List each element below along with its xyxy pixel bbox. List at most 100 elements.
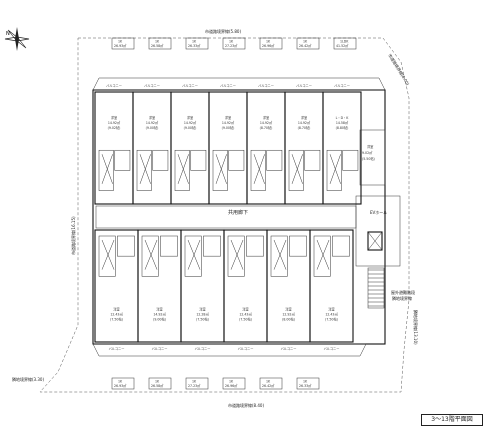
bathroom bbox=[270, 235, 288, 277]
fixture-mark bbox=[144, 239, 158, 270]
ev-hall-label: EVホール bbox=[370, 210, 387, 215]
washroom bbox=[304, 149, 321, 171]
fixture-mark bbox=[139, 154, 151, 184]
room-area: 12.43㎡ bbox=[239, 312, 252, 317]
room-name: 洋室 bbox=[156, 307, 162, 312]
fixture-mark bbox=[329, 154, 341, 184]
units-top-row: 洋室14.92㎡(9.02帖)バルコニー洋室14.92㎡(9.00帖)バルコニー… bbox=[94, 84, 362, 205]
bottom-tag-type: 1K bbox=[303, 380, 308, 384]
room-tatami: (8.70帖) bbox=[260, 125, 273, 130]
bathroom bbox=[288, 149, 304, 191]
room-area: 14.58㎡ bbox=[336, 120, 349, 125]
bottom-tag bbox=[296, 377, 320, 390]
bathroom bbox=[98, 149, 114, 191]
corridor bbox=[95, 205, 357, 229]
top-tag-type: 1LDK bbox=[340, 40, 349, 44]
balcony-label: バルコニー bbox=[334, 84, 350, 88]
bathroom bbox=[136, 149, 152, 191]
top-tag-type: 1K bbox=[118, 40, 123, 44]
bathroom bbox=[174, 149, 190, 191]
bottom-tag-area: 26.33㎡ bbox=[299, 383, 312, 388]
unit bbox=[322, 91, 362, 205]
balcony-label: バルコニー bbox=[281, 347, 297, 351]
ldk-bedroom bbox=[359, 129, 386, 186]
unit bbox=[266, 229, 311, 343]
label-left-land: 隣地境界線(3.30) bbox=[12, 376, 44, 382]
washroom bbox=[228, 149, 245, 171]
room-name: 洋室 bbox=[149, 115, 155, 120]
room-name: 洋室 bbox=[111, 115, 117, 120]
washroom bbox=[160, 235, 178, 257]
fixture-mark bbox=[101, 239, 115, 270]
washroom bbox=[289, 235, 307, 257]
room-name: 洋室 bbox=[113, 307, 119, 312]
washroom bbox=[114, 149, 131, 171]
room-area: 12.92㎡ bbox=[282, 312, 295, 317]
top-tag-type: 1K bbox=[155, 40, 160, 44]
balcony-label: バルコニー bbox=[182, 84, 198, 88]
bottom-tag-area: 27.23㎡ bbox=[188, 383, 201, 388]
ldk-bedroom-tatami: (5.50帖) bbox=[362, 156, 375, 161]
bottom-tag-type: 1K bbox=[192, 380, 197, 384]
room-name: 洋室 bbox=[301, 115, 307, 120]
elevator-cross-b bbox=[367, 231, 383, 251]
bottom-tag-type: 1K bbox=[229, 380, 234, 384]
top-tag bbox=[296, 37, 320, 50]
balcony-label: バルコニー bbox=[324, 347, 340, 351]
top-tag bbox=[148, 37, 172, 50]
room-area: 14.92㎡ bbox=[146, 120, 159, 125]
room-tatami: (7.50帖) bbox=[325, 317, 338, 322]
compass: N bbox=[4, 26, 30, 52]
balcony-label: バルコニー bbox=[296, 84, 312, 88]
top-tag bbox=[111, 37, 135, 50]
washroom bbox=[190, 149, 207, 171]
fixture-mark bbox=[177, 154, 189, 184]
top-tag-area: 26.42㎡ bbox=[299, 43, 312, 48]
fixture-mark bbox=[253, 154, 265, 184]
room-area: 12.43㎡ bbox=[110, 312, 123, 317]
room-area: 14.92㎡ bbox=[260, 120, 273, 125]
room-area: 14.92㎡ bbox=[184, 120, 197, 125]
room-area: 12.43㎡ bbox=[325, 312, 338, 317]
bottom-tag bbox=[148, 377, 172, 390]
bottom-tag bbox=[185, 377, 209, 390]
room-tatami: (9.00帖) bbox=[153, 317, 166, 322]
unit bbox=[223, 229, 268, 343]
fixture-mark bbox=[230, 239, 244, 270]
room-name: 洋室 bbox=[263, 115, 269, 120]
top-tag-area: 26.58㎡ bbox=[151, 43, 164, 48]
bottom-tag bbox=[222, 377, 246, 390]
stair-outline bbox=[367, 267, 385, 309]
room-name: 洋室 bbox=[187, 115, 193, 120]
fixture-mark bbox=[215, 154, 227, 184]
bathroom bbox=[212, 149, 228, 191]
bottom-tag-area: 26.93㎡ bbox=[114, 383, 127, 388]
fixture-mark bbox=[187, 239, 201, 270]
bottom-tag-area: 26.42㎡ bbox=[262, 383, 275, 388]
room-tatami: (8.00帖) bbox=[282, 317, 295, 322]
balcony-label: バルコニー bbox=[109, 347, 125, 351]
bathroom bbox=[250, 149, 266, 191]
unit bbox=[284, 91, 324, 205]
room-tatami: (7.50帖) bbox=[196, 317, 209, 322]
bathroom bbox=[184, 235, 202, 277]
balcony-label: バルコニー bbox=[238, 347, 254, 351]
bathroom bbox=[326, 149, 342, 191]
bottom-tag-area: 26.96㎡ bbox=[225, 383, 238, 388]
unit bbox=[132, 91, 172, 205]
unit bbox=[94, 229, 139, 343]
unit bbox=[309, 229, 354, 343]
label-left-road: 市道路境界線(16.15) bbox=[70, 216, 76, 255]
unit-tags-bottom: 1K26.93㎡1K26.58㎡1K27.23㎡1K26.96㎡1K26.42㎡… bbox=[111, 377, 320, 390]
bathroom bbox=[313, 235, 331, 277]
room-name: 洋室 bbox=[242, 307, 248, 312]
washroom bbox=[117, 235, 135, 257]
room-area: 12.28㎡ bbox=[196, 312, 209, 317]
bottom-tag-area: 26.58㎡ bbox=[151, 383, 164, 388]
top-tag-area: 26.96㎡ bbox=[262, 43, 275, 48]
fixture-mark bbox=[291, 154, 303, 184]
label-top-road: 市道路境界線(5.80) bbox=[205, 28, 241, 34]
bathroom bbox=[227, 235, 245, 277]
room-name: 洋室 bbox=[225, 115, 231, 120]
